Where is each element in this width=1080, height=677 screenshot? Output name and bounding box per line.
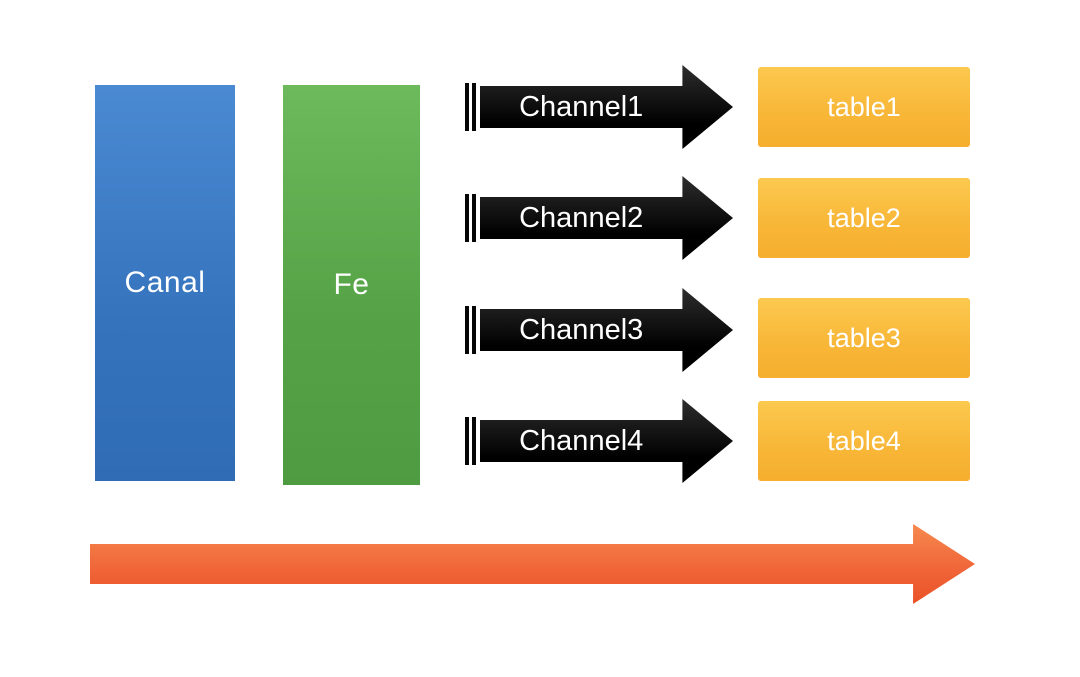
table-box-3: table3 — [758, 298, 970, 378]
table-box-4: table4 — [758, 401, 970, 481]
channel-label: Channel2 — [519, 201, 644, 234]
double-bar-icon — [465, 83, 476, 131]
canal-label: Canal — [124, 266, 206, 299]
fe-label: Fe — [333, 268, 370, 301]
double-bar-icon — [465, 194, 476, 242]
channel-arrow-2: Channel2 — [465, 176, 733, 260]
table-label: table2 — [827, 202, 901, 233]
timeline-arrow-icon — [90, 524, 975, 604]
canal-pillar: Canal — [95, 85, 235, 481]
channel-arrow-3: Channel3 — [465, 288, 733, 372]
channel-label: Channel1 — [519, 90, 644, 123]
channel-arrow-4: Channel4 — [465, 399, 733, 483]
channel-arrow-1: Channel1 — [465, 65, 733, 149]
double-bar-icon — [465, 306, 476, 354]
table-box-2: table2 — [758, 178, 970, 258]
fe-pillar: Fe — [283, 85, 420, 485]
channel-label: Channel3 — [519, 313, 644, 346]
channel-label: Channel4 — [519, 424, 644, 457]
double-bar-icon — [465, 417, 476, 465]
table-label: table3 — [827, 322, 901, 353]
table-label: table4 — [827, 425, 901, 456]
table-box-1: table1 — [758, 67, 970, 147]
table-label: table1 — [827, 91, 901, 122]
